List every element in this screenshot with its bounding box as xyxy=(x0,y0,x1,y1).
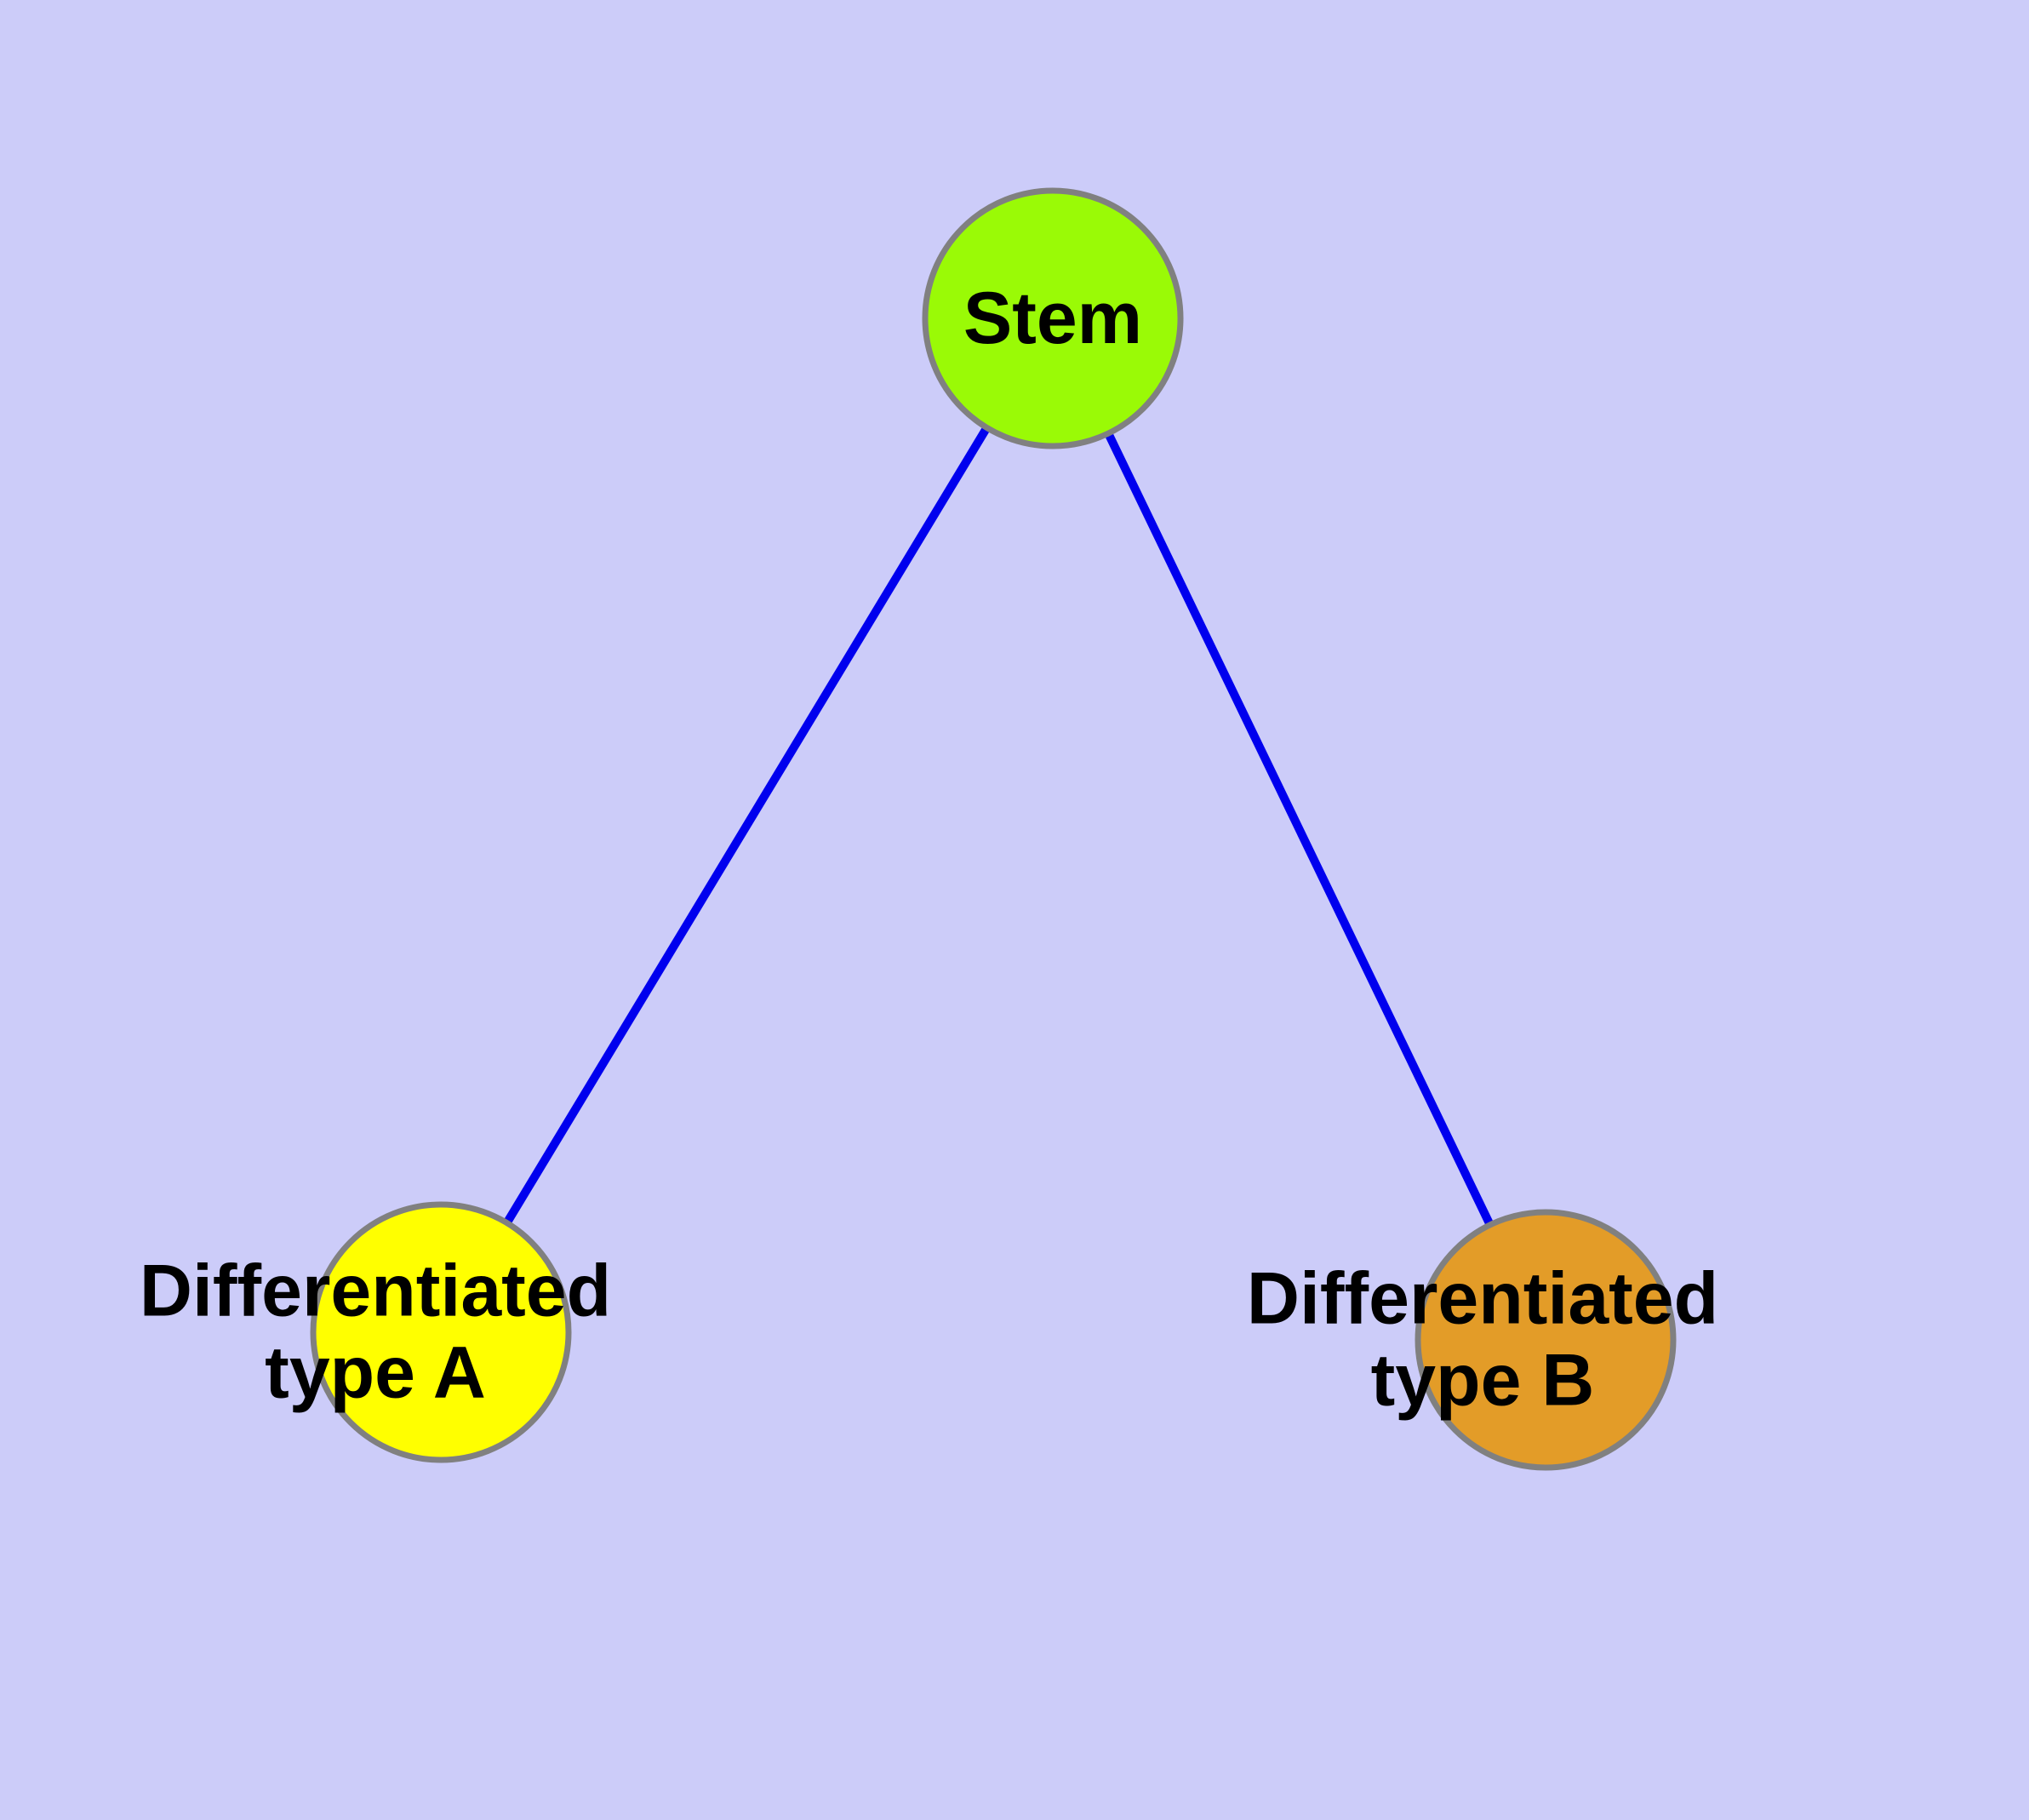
edge-stem-to-diff-a[interactable] xyxy=(437,316,1057,1335)
edge-layer xyxy=(437,316,1550,1342)
node-layer xyxy=(310,187,1677,1471)
node-stem[interactable] xyxy=(922,187,1184,449)
node-diff-a[interactable] xyxy=(310,1201,572,1463)
node-diff-b[interactable] xyxy=(1415,1209,1677,1471)
edge-stem-to-diff-b[interactable] xyxy=(1049,316,1550,1342)
